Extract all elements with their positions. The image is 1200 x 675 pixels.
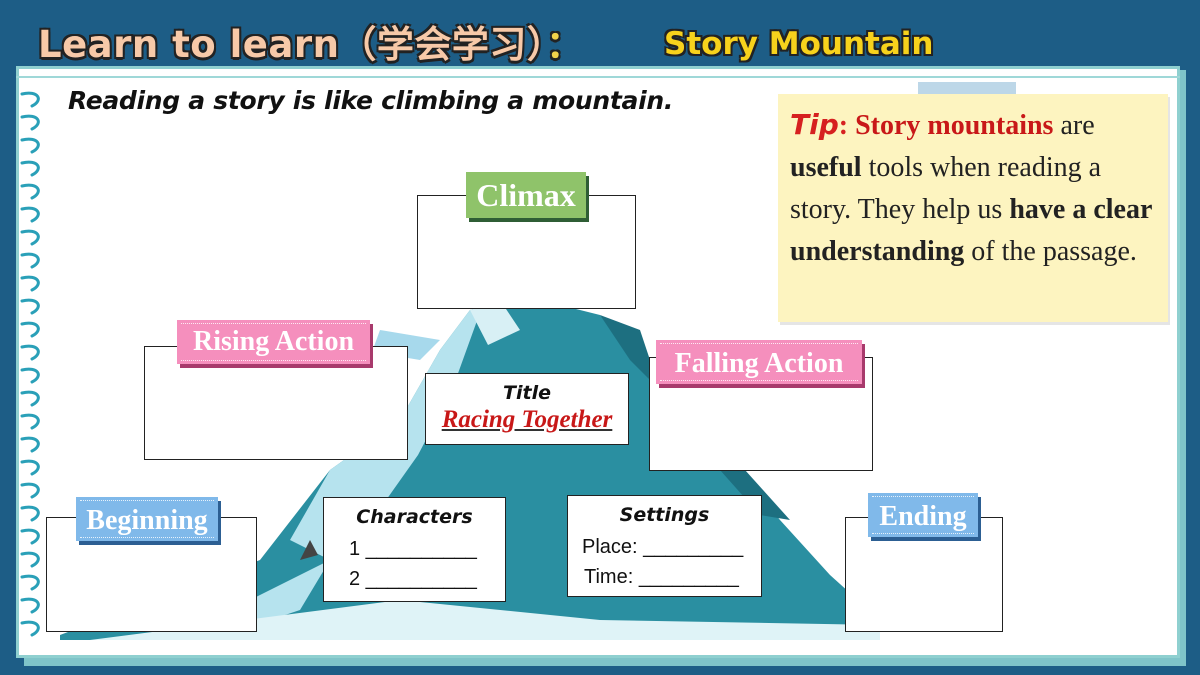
tag-stitch [80,500,214,501]
story-title: Racing Together [441,406,613,433]
tip-part: are [1053,110,1095,141]
tip-highlight-story-mountains: Story mountains [855,110,1054,141]
falling-action-label: Falling Action [674,348,844,379]
tip-label: Tip [790,108,839,141]
tag-stitch [181,360,366,361]
tag-stitch [872,496,974,497]
ending-tag: Ending [868,493,978,537]
tip-text: Tip: Story mountains are useful tools wh… [790,104,1168,273]
slide-subtitle: Story Mountain [664,26,934,62]
settings-place[interactable]: Place: _________ [582,536,744,558]
rising-action-label: Rising Action [192,326,355,357]
tag-stitch [181,323,366,324]
ending-label: Ending [879,501,967,532]
tip-colon: : [838,110,849,141]
intro-sentence: Reading a story is like climbing a mount… [68,86,674,115]
climax-tag: Climax [466,172,586,218]
character-line-2[interactable]: 2 __________ [349,568,477,590]
title-box[interactable]: Title Racing Together [425,373,629,445]
tag-stitch [660,380,858,381]
tip-part: tools when reading a story. They help us [790,152,1102,225]
settings-heading: Settings [619,504,710,526]
characters-box[interactable]: Characters 1 __________ 2 __________ [323,497,506,602]
settings-time[interactable]: Time: _________ [584,566,739,588]
rising-action-tag: Rising Action [177,320,370,364]
beginning-label: Beginning [86,505,208,536]
tip-highlight-useful: useful [790,152,862,183]
settings-box[interactable]: Settings Place: _________ Time: ________… [567,495,762,597]
slide-title: Learn to learn（学会学习）： [38,23,584,66]
tag-stitch [660,343,858,344]
character-line-1[interactable]: 1 __________ [349,538,477,560]
falling-action-tag: Falling Action [656,340,862,384]
tip-note: Tip: Story mountains are useful tools wh… [778,94,1168,322]
beginning-tag: Beginning [76,497,218,541]
rising-action-box[interactable] [144,346,408,460]
title-separator: ： [545,23,584,66]
tip-highlight-understanding: have a clear understanding [790,194,1152,267]
spiral-binding-icon [20,91,40,637]
paper-top-line [16,76,1180,78]
header-bar: Learn to learn（学会学习）： Story Mountain [0,0,1200,70]
characters-heading: Characters [356,506,473,528]
tag-stitch [80,537,214,538]
climax-label: Climax [476,177,576,213]
title-heading: Title [503,382,551,404]
tag-stitch [872,533,974,534]
tip-part: of the passage. [964,236,1137,267]
